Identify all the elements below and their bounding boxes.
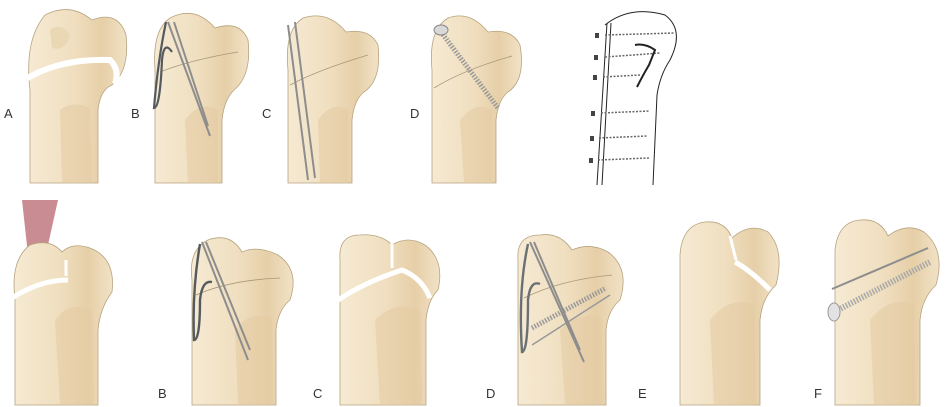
tension-wire-icon bbox=[152, 21, 173, 110]
k-wire-icon bbox=[287, 21, 316, 181]
panel-top-a: A bbox=[0, 0, 135, 185]
plate-fixation-line-drawing bbox=[589, 11, 677, 186]
panel-top-c: C bbox=[258, 0, 388, 185]
femur-lag-screw-kwire-illustration bbox=[827, 219, 940, 406]
panel-bottom-f: F bbox=[814, 200, 950, 407]
femur-tension-band-screw-illustration bbox=[517, 234, 624, 406]
femur-comminuted-illustration bbox=[336, 234, 441, 406]
femur-tension-band-illustration bbox=[190, 237, 294, 406]
panel-label: D bbox=[486, 386, 496, 401]
panel-label: D bbox=[410, 106, 420, 121]
panel-label: F bbox=[814, 386, 822, 401]
panel-top-d: D bbox=[408, 0, 548, 185]
femur-head-fracture-illustration bbox=[679, 221, 780, 406]
panel-label: C bbox=[313, 386, 323, 401]
femur-tension-band-illustration bbox=[152, 12, 250, 184]
femur-fracture-illustration bbox=[22, 9, 128, 184]
panel-bottom-muscle bbox=[0, 200, 130, 407]
femur-kwires-illustration bbox=[286, 15, 380, 184]
lag-screw-icon bbox=[433, 24, 500, 110]
tension-wire-icon bbox=[519, 243, 541, 354]
panel-top-b: B bbox=[130, 0, 260, 185]
k-wire-icon bbox=[167, 21, 211, 137]
lag-screw-icon bbox=[530, 285, 611, 346]
k-wire-icon bbox=[201, 241, 251, 361]
k-wire-icon bbox=[529, 241, 585, 363]
femur-lag-screw-illustration bbox=[430, 15, 522, 184]
tension-wire-icon bbox=[192, 243, 213, 342]
panel-label: E bbox=[638, 386, 647, 401]
panel-bottom-d: D bbox=[480, 200, 640, 407]
panel-bottom-c: C bbox=[310, 200, 460, 407]
k-wire-icon bbox=[831, 247, 929, 290]
panel-label: B bbox=[131, 106, 140, 121]
panel-top-line-drawing bbox=[585, 5, 685, 190]
panel-label: C bbox=[262, 106, 272, 121]
panel-bottom-e: E bbox=[638, 200, 800, 407]
muscle-icon bbox=[22, 200, 58, 255]
panel-label: A bbox=[4, 106, 13, 121]
panel-bottom-b: B bbox=[150, 200, 310, 407]
panel-label: B bbox=[158, 386, 167, 401]
lag-screw-icon bbox=[827, 259, 932, 322]
femur-avulsion-illustration bbox=[10, 200, 113, 406]
